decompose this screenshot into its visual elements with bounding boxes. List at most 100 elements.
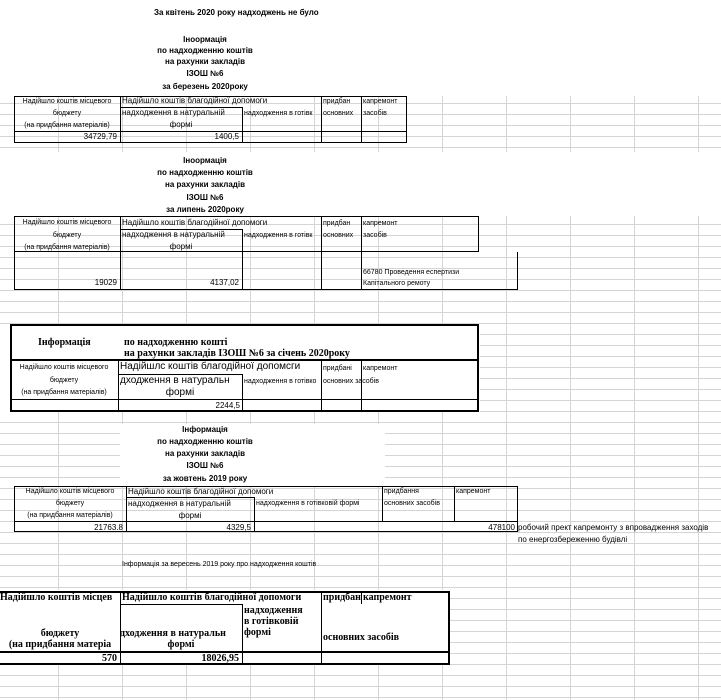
table-border [321,591,322,665]
january-col1c: (на придбання матеріалів) [21,389,107,396]
october-col2c: формі [178,511,202,520]
september-col1b: бюджету [40,628,80,639]
september-col4b: основних засобів [323,632,400,643]
october-title-3: на рахунки закладів [165,449,245,458]
july-col2c: формі [169,242,193,251]
table-border [14,521,518,522]
october-col1b: бюджету [55,500,85,507]
july-col2a: Надійшло коштів благодійної допомоги [122,218,268,227]
july-col5a: капремонт [363,220,398,227]
july-table-data [14,252,518,290]
table-border [10,359,479,361]
october-title-1: Інформація [182,425,228,434]
july-col1a: Надійшло коштів місцевого [22,219,112,226]
july-col1c: (на придбання матеріалів) [24,244,110,251]
september-value-local[interactable]: 570 [102,653,117,664]
table-border [10,399,479,400]
march-title-1: Іноормація [183,35,227,44]
march-col2a: Надійшло коштів благодійної допомоги [122,96,268,105]
table-border [120,604,242,605]
july-value-repair-note: Капітального ремоту [363,280,431,287]
october-value-repair[interactable]: 478100 [488,523,515,532]
september-col3a: надходження [244,605,303,616]
blank-area [0,324,480,412]
january-title-b: по надходженню кошті [124,337,228,348]
march-title-5: за березень 2020року [162,82,248,91]
table-border [361,216,362,290]
table-border [454,486,455,521]
october-col2a: Надійшло коштів благодійної допомоги [128,487,274,496]
july-title-3: на рахунки закладів [165,180,245,189]
october-col5a: капремонт [456,488,491,495]
july-table [14,216,479,252]
january-col5a: капремонт [363,365,398,372]
july-col3: надходження в готівк [244,232,313,239]
blank-area [120,424,385,486]
october-value-natural[interactable]: 4329,5 [226,523,251,532]
october-note-1: робочий прект капремонту з впровадження … [518,523,709,532]
september-table [0,591,450,665]
october-note-2: по енергозбереженню будівлі [518,535,628,544]
table-border [120,229,242,230]
march-col4b: основних [323,110,354,117]
table-border [242,229,243,290]
table-border [14,131,407,132]
october-table [14,486,518,532]
january-col2a: Надійшлс коштів благодійної допомсги [120,361,301,372]
march-col4a: придбан [323,98,351,105]
july-value-local[interactable]: 19029 [94,278,117,287]
july-title-4: ІЗОШ №6 [186,193,224,202]
table-border [118,374,242,375]
january-col1b: бюджету [49,377,79,384]
table-border [321,216,322,290]
blank-area [0,152,721,216]
september-col1a: Надійшло коштів місцев [0,592,113,603]
table-border [361,96,362,143]
table-border [321,96,322,143]
march-table [14,96,407,143]
october-col1c: (на придбання матеріалів) [27,512,113,519]
january-col2c: формі [165,387,195,398]
march-value-local[interactable]: 34729,79 [83,132,117,141]
table-border [361,591,362,604]
september-col4a: придбан [323,592,361,603]
october-title-5: за жовтень 2019 року [162,474,248,483]
july-col2b: надходження в натуральній [122,230,225,239]
july-value-natural[interactable]: 4137,02 [210,278,239,287]
table-border [242,107,243,143]
july-col5b: засобів [363,232,387,239]
october-col4b: основних засобів [384,500,440,507]
january-value-natural[interactable]: 2244,5 [215,401,240,410]
july-value-repair[interactable]: 66780 Проведення еспертизи [363,269,460,276]
march-col1b: бюджету [52,110,82,117]
october-col3: надходження в готівковій формі [256,500,360,507]
march-title-4: ІЗОШ №6 [186,69,224,78]
october-col1a: Надійшло коштів місцевого [25,488,115,495]
april-header: За квітень 2020 року надходжень не було [154,8,319,17]
march-col5a: капремонт [363,98,398,105]
table-border [254,497,255,532]
october-value-local[interactable]: 21763.8 [94,523,123,532]
table-border [126,486,127,532]
march-col2b: надходження в натуральній [122,108,225,117]
october-title-2: по надходженню коштів [157,437,253,446]
september-value-natural[interactable]: 18026,95 [201,653,240,664]
january-table [10,324,479,412]
september-col2b: дходження в натуральн [120,628,226,639]
blank-area [0,0,721,96]
table-border [321,360,322,412]
january-col4a: придбані [323,365,352,372]
july-title-1: Іноормація [183,156,227,165]
march-title-2: по надходженню коштів [157,46,253,55]
january-col2b: дходження в натуральн [120,375,230,386]
october-col2b: надходження в натуральній [128,499,231,508]
table-border [242,604,243,665]
march-col2c: формі [169,120,193,129]
july-col4a: придбан [323,220,351,227]
july-col4b: основних [323,232,354,239]
october-title-4: ІЗОШ №6 [186,461,224,470]
september-col2c: формі [167,639,195,650]
march-value-natural[interactable]: 1400,5 [214,132,239,141]
table-border [242,374,243,412]
table-border [120,216,121,290]
